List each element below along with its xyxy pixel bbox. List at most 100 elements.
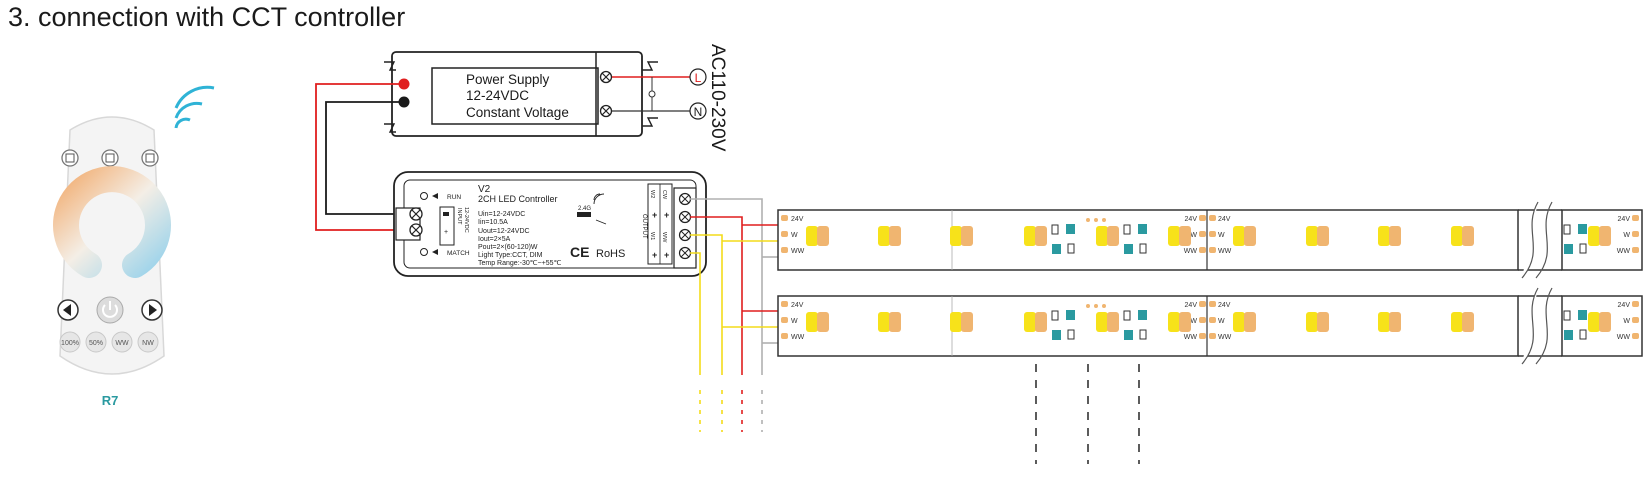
led-chip-cool <box>1168 226 1180 246</box>
led-controller: + <box>393 171 707 277</box>
pad-w-label: W <box>1190 318 1197 325</box>
indicator-dot <box>1094 304 1098 308</box>
solder-pad <box>1199 317 1206 323</box>
power-supply-line3: Constant Voltage <box>466 105 569 120</box>
pad-w-label: W <box>1190 232 1197 239</box>
pad-w-label: W <box>791 318 798 325</box>
strip-break-mark <box>1521 287 1539 365</box>
ac-terminal-n <box>599 104 613 118</box>
solder-pad <box>1199 231 1206 237</box>
controller-version: V2 <box>478 184 491 195</box>
solder-pad <box>1209 301 1216 307</box>
pad-ww-label: WW <box>1184 334 1198 341</box>
page-title: 3. connection with CCT controller <box>8 2 406 32</box>
input-terminal-1 <box>409 207 423 221</box>
solder-pad <box>1209 215 1216 221</box>
resistor <box>1067 329 1075 340</box>
plus-label-1: + <box>652 210 657 220</box>
solder-pad <box>1209 231 1216 237</box>
pad-24v-label: 24V <box>1185 302 1198 309</box>
led-chip-cool <box>1306 312 1318 332</box>
right-arrow-button[interactable] <box>141 299 163 321</box>
power-button[interactable] <box>96 296 124 324</box>
output-terminal-3 <box>678 228 692 242</box>
ic-chip <box>1124 330 1133 340</box>
input-voltage-label: 12-24VDC <box>463 207 469 233</box>
led-chip-cool <box>1096 226 1108 246</box>
ic-chip <box>1066 310 1075 320</box>
led-chip-warm <box>1035 312 1047 332</box>
led-chip-cool <box>1451 226 1463 246</box>
preset-button-nw[interactable]: NW <box>137 331 159 353</box>
solder-pad <box>781 317 788 323</box>
solder-pad <box>1199 215 1206 221</box>
solder-pad <box>781 231 788 237</box>
ac-terminal-l <box>599 70 613 84</box>
led-chip-warm <box>1107 312 1119 332</box>
color-temperature-wheel[interactable] <box>53 166 171 278</box>
neutral-label: N <box>694 105 703 119</box>
remote-model-label: R7 <box>102 393 119 408</box>
pad-ww-label: WW <box>1184 248 1198 255</box>
zone-button-3[interactable] <box>141 149 159 167</box>
power-supply-line2: 12-24VDC <box>466 88 529 103</box>
controller-spec-7: Temp Range:-30℃~+55℃ <box>478 260 562 267</box>
pad-w-label: W <box>1218 232 1225 239</box>
controller-spec-6: Light Type:CCT, DIM <box>478 252 543 259</box>
controller-name: 2CH LED Controller <box>478 194 558 204</box>
output-wiring <box>690 198 1140 464</box>
pad-24v-label: 24V <box>1218 216 1231 223</box>
strip-break-mark <box>1535 287 1553 365</box>
ac-voltage-label: AC110-230V <box>707 44 728 152</box>
led-chip-warm <box>961 312 973 332</box>
pad-ww-label: WW <box>1617 334 1631 341</box>
solder-pad <box>1632 247 1639 253</box>
svg-text:+: + <box>444 229 448 236</box>
led-chip-cool <box>1096 312 1108 332</box>
led-chip-cool <box>1306 226 1318 246</box>
plus-label-3: + <box>652 250 657 260</box>
preset-button-100[interactable]: 100% <box>59 331 81 353</box>
controller-spec-2: Iin=10.5A <box>478 219 508 226</box>
led-chip-cool <box>1233 312 1245 332</box>
led-chip-warm <box>1317 312 1329 332</box>
led-chip-warm <box>1599 312 1611 332</box>
ce-mark: CE <box>570 244 589 260</box>
rohs-mark: RoHS <box>596 248 625 260</box>
left-arrow-button[interactable] <box>57 299 79 321</box>
strip-break-mark <box>1535 201 1553 279</box>
wifi-signal-icon <box>174 85 215 129</box>
indicator-dot <box>1102 218 1106 222</box>
cw-label: CW <box>661 190 667 200</box>
led-chip-warm <box>1244 312 1256 332</box>
indicator-dot <box>1094 218 1098 222</box>
led-chip-cool <box>1588 312 1600 332</box>
preset-label-100: 100% <box>61 340 79 347</box>
led-chip-warm <box>1179 312 1191 332</box>
controller-spec-1: Uin=12-24VDC <box>478 211 525 218</box>
zone-button-1[interactable] <box>61 149 79 167</box>
ic-chip <box>1564 330 1573 340</box>
pad-w-label: W <box>1218 318 1225 325</box>
power-supply-line1: Power Supply <box>466 72 550 87</box>
preset-button-ww[interactable]: WW <box>111 331 133 353</box>
controller-spec-4: Iout=2×5A <box>478 236 511 243</box>
pad-ww-label: WW <box>791 248 805 255</box>
solder-pad <box>1632 301 1639 307</box>
resistor <box>1067 243 1075 254</box>
solder-pad <box>1632 333 1639 339</box>
ic-chip <box>1052 330 1061 340</box>
resistor <box>1563 224 1571 235</box>
resistor <box>1123 310 1131 321</box>
led-chip-warm <box>1389 312 1401 332</box>
led-chip-cool <box>1233 226 1245 246</box>
resistor <box>1579 243 1587 254</box>
preset-button-50[interactable]: 50% <box>85 331 107 353</box>
resistor <box>1139 243 1147 254</box>
ic-chip <box>1052 244 1061 254</box>
indicator-dot <box>1086 218 1090 222</box>
led-chip-warm <box>961 226 973 246</box>
zone-button-2[interactable] <box>101 149 119 167</box>
solder-pad <box>1199 247 1206 253</box>
